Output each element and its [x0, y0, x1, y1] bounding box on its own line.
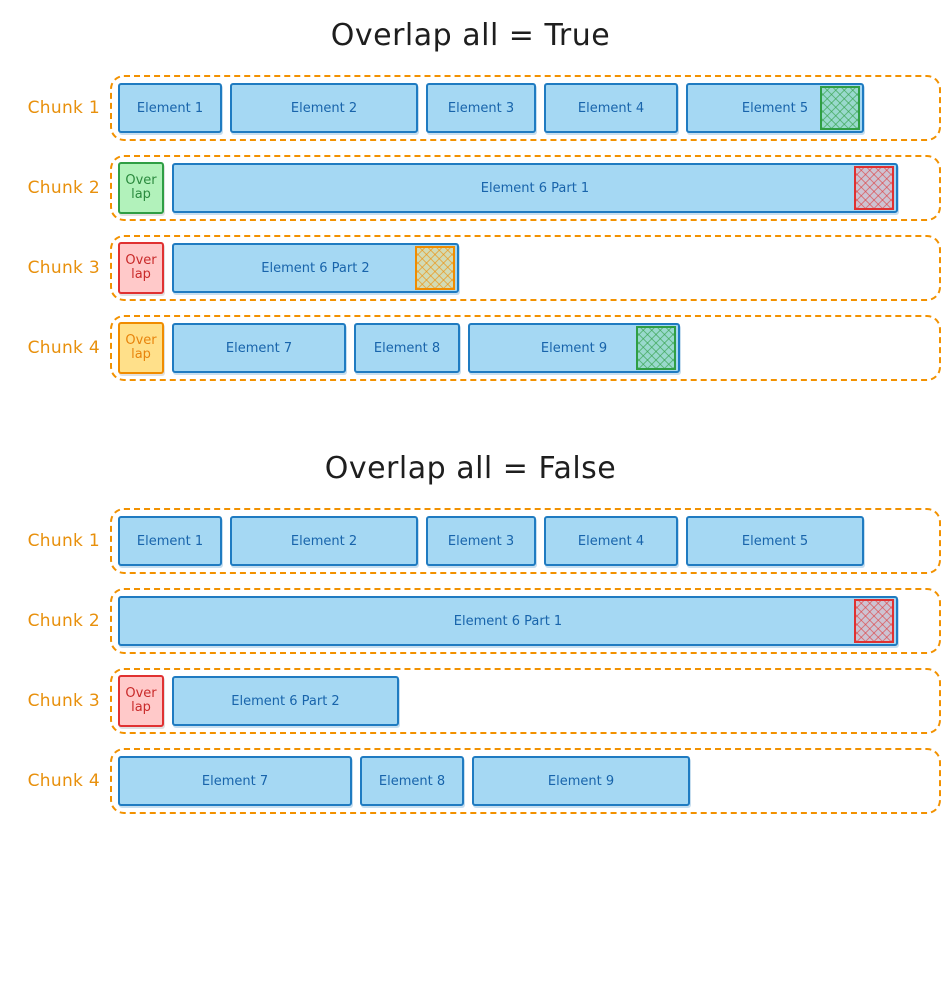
- element-label: Element 4: [577, 533, 645, 549]
- element-label: Element 3: [447, 533, 515, 549]
- element-label: Element 1: [136, 533, 204, 549]
- overlap-badge-line2: lap: [131, 700, 151, 715]
- chunk-container[interactable]: Element 1 Element 2 Element 3 Element 4 Elem…: [110, 508, 941, 574]
- element-box[interactable]: Element 5: [686, 83, 864, 133]
- chunk-label: Chunk 3: [27, 691, 100, 711]
- element-label: Element 2: [290, 100, 358, 116]
- overlap-hatch-marker: [854, 599, 894, 643]
- element-box[interactable]: Element 2: [230, 83, 418, 133]
- chunk-label: Chunk 3: [27, 258, 100, 278]
- element-label: Element 4: [577, 100, 645, 116]
- element-label: Element 1: [136, 100, 204, 116]
- element-box[interactable]: Element 9: [468, 323, 680, 373]
- element-label: Element 5: [741, 100, 809, 116]
- element-box[interactable]: Element 7: [118, 756, 352, 806]
- chunk-label: Chunk 2: [27, 611, 100, 631]
- chunk-track: Element 7 Element 8 Element 9: [118, 750, 698, 812]
- overlap-hatch-marker: [636, 326, 676, 370]
- element-label: Element 6 Part 1: [480, 180, 590, 196]
- section-title: Overlap all = False: [324, 451, 617, 486]
- overlap-badge-line1: Over: [125, 332, 157, 348]
- element-box[interactable]: Element 9: [472, 756, 690, 806]
- overlap-badge-line2: lap: [131, 347, 151, 362]
- section-gap: [0, 395, 941, 451]
- element-box[interactable]: Element 6 Part 1: [118, 596, 898, 646]
- chunk-track: Element 1 Element 2 Element 3 Element 4 Elem…: [118, 510, 872, 572]
- element-label: Element 6 Part 2: [231, 693, 340, 709]
- chunk-row: Chunk 2 Element 6 Part 1: [0, 588, 941, 654]
- element-label: Element 2: [290, 533, 358, 549]
- chunk-row: Chunk 4 Element 7 Element 8 Element 9: [0, 748, 941, 814]
- chunk-label: Chunk 4: [27, 771, 100, 791]
- overlap-hatch-marker: [854, 166, 894, 210]
- overlap-badge-line1: Over: [125, 252, 157, 268]
- element-box[interactable]: Element 4: [544, 516, 678, 566]
- chunk-track: Element 6 Part 1: [118, 590, 906, 652]
- chunk-container[interactable]: Element 7 Element 8 Element 9: [110, 748, 941, 814]
- element-label: Element 7: [201, 773, 269, 789]
- overlap-badge-line1: Over: [125, 685, 157, 701]
- element-box[interactable]: Element 3: [426, 83, 536, 133]
- element-label: Element 6 Part 1: [453, 613, 563, 629]
- chunk-label: Chunk 2: [27, 178, 100, 198]
- chunk-label: Chunk 1: [27, 98, 100, 118]
- chunk-label: Chunk 4: [27, 338, 100, 358]
- element-box[interactable]: Element 7: [172, 323, 346, 373]
- top-spacer: [0, 0, 941, 18]
- element-label: Element 8: [373, 340, 441, 356]
- element-box[interactable]: Element 3: [426, 516, 536, 566]
- element-box[interactable]: Element 1: [118, 516, 222, 566]
- element-box[interactable]: Element 4: [544, 83, 678, 133]
- chunk-track: Element 1 Element 2 Element 3 Element 4 Elem…: [118, 77, 872, 139]
- chunk-container[interactable]: Element 1 Element 2 Element 3 Element 4 Elem…: [110, 75, 941, 141]
- element-box[interactable]: Element 6 Part 2: [172, 676, 399, 726]
- element-box[interactable]: Element 6 Part 1: [172, 163, 898, 213]
- overlap-badge-line1: Over: [125, 172, 157, 188]
- element-label: Element 5: [741, 533, 809, 549]
- overlap-badge-line2: lap: [131, 187, 151, 202]
- section-title: Overlap all = True: [330, 18, 611, 53]
- chunk-label: Chunk 1: [27, 531, 100, 551]
- element-box[interactable]: Element 1: [118, 83, 222, 133]
- element-label: Element 9: [547, 773, 615, 789]
- element-box[interactable]: Element 8: [360, 756, 464, 806]
- element-box[interactable]: Element 6 Part 2: [172, 243, 459, 293]
- element-box[interactable]: Element 2: [230, 516, 418, 566]
- overlap-hatch-marker: [415, 246, 455, 290]
- overlap-badge-line2: lap: [131, 267, 151, 282]
- element-label: Element 8: [378, 773, 446, 789]
- element-label: Element 6 Part 2: [261, 260, 370, 276]
- element-box[interactable]: Element 8: [354, 323, 460, 373]
- element-label: Element 7: [225, 340, 293, 356]
- element-label: Element 3: [447, 100, 515, 116]
- chunk-container[interactable]: Element 6 Part 1: [110, 588, 941, 654]
- overlap-hatch-marker: [820, 86, 860, 130]
- element-box[interactable]: Element 5: [686, 516, 864, 566]
- element-label: Element 9: [540, 340, 608, 356]
